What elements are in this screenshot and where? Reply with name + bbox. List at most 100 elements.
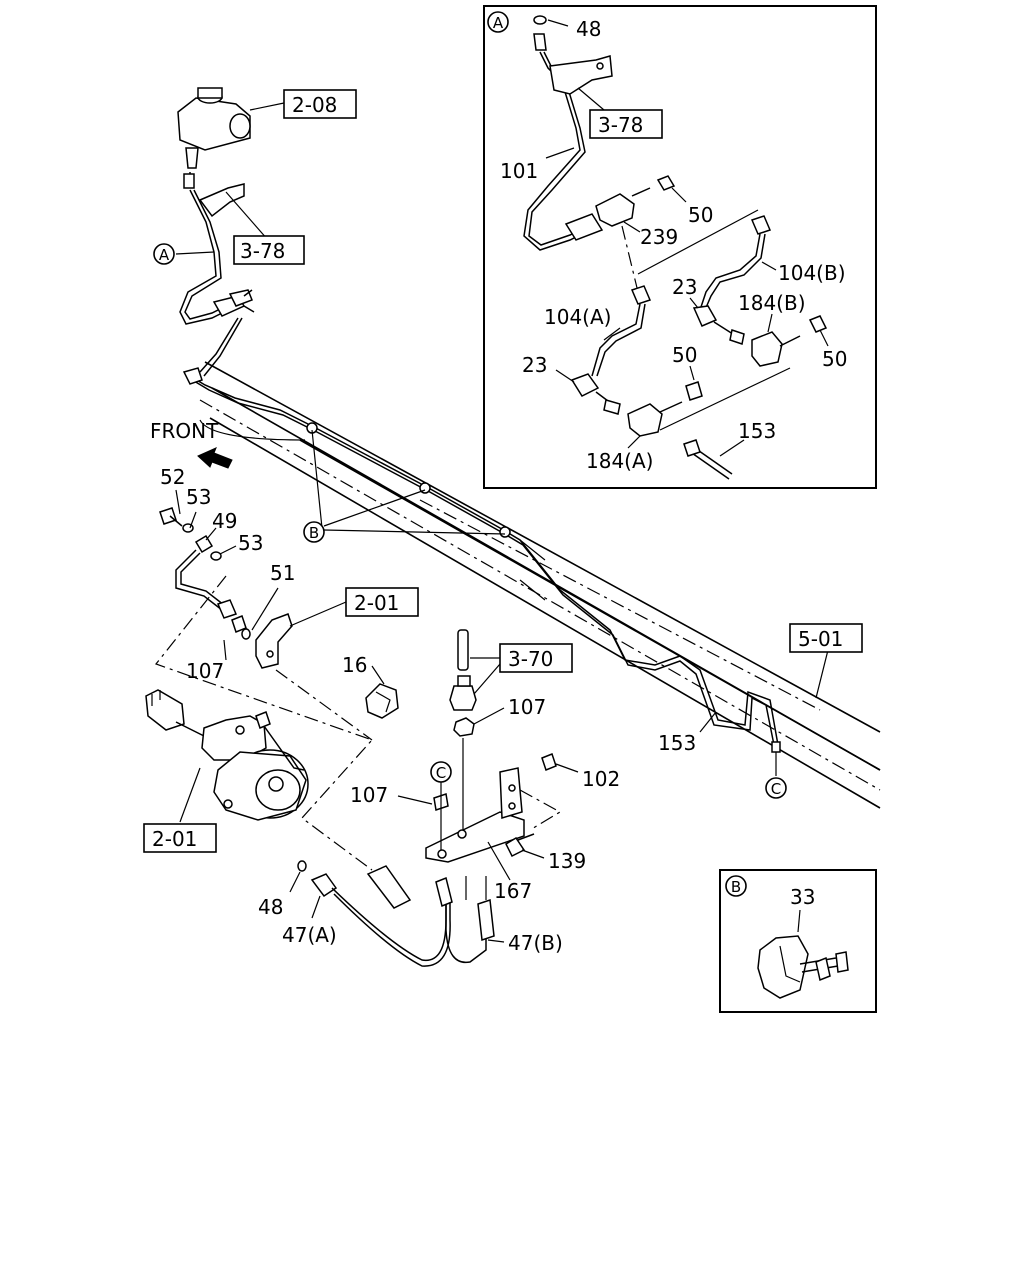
upper-hose — [179, 183, 255, 385]
leader-208 — [249, 102, 285, 111]
leader-48 — [289, 871, 301, 893]
part-153: 153 — [658, 731, 696, 755]
leader-107-a — [223, 639, 227, 661]
clip-33 — [757, 935, 809, 999]
fitting-47b-upper — [435, 876, 453, 908]
callout-b-main: B — [309, 524, 319, 542]
lower-hoses — [289, 860, 505, 967]
part-53-b: 53 — [238, 531, 263, 555]
clip-b-3 — [499, 526, 511, 538]
part-16: 16 — [342, 653, 367, 677]
union-49 — [194, 534, 214, 554]
washer-53-b — [210, 551, 222, 561]
inset-part-50-a: 50 — [688, 203, 713, 227]
part-53-a: 53 — [186, 485, 211, 509]
inset-nut-50-b — [685, 381, 703, 401]
guide-line-left — [155, 575, 374, 871]
inset-part-104b: 104(B) — [778, 261, 846, 285]
bracket-2-01 — [255, 613, 293, 669]
leader-501 — [815, 649, 829, 699]
callout-a-main: A — [159, 246, 170, 264]
leader-167 — [487, 841, 511, 881]
inset-part-239: 239 — [640, 225, 678, 249]
inset-a: A 48 3-78 101 50 239 104(B) — [483, 5, 877, 489]
main-callout-a: A — [153, 243, 175, 265]
leader-107-b — [473, 707, 505, 725]
inset-part-184b: 184(B) — [738, 291, 806, 315]
ref-208: 2-08 — [292, 93, 337, 117]
callout-b-inset: B — [731, 878, 741, 896]
inset-part-50-b: 50 — [672, 343, 697, 367]
inset-part-23-a: 23 — [672, 275, 697, 299]
ref-201-a: 2-01 — [354, 591, 399, 615]
actuator-assembly — [145, 689, 309, 823]
part-107-c: 107 — [350, 783, 388, 807]
leader-201-top — [289, 601, 347, 627]
nut-102 — [541, 753, 557, 771]
washer-48 — [297, 860, 307, 872]
leader-a-main — [175, 251, 215, 255]
callout-c-1: C — [436, 764, 446, 782]
leader-47b — [487, 939, 505, 943]
main-callout-b: B — [303, 521, 325, 543]
ref-501: 5-01 — [798, 627, 843, 651]
leader-16 — [371, 665, 385, 685]
ref-box-201-top: 2-01 — [345, 587, 419, 617]
inset-part-184a: 184(A) — [586, 449, 653, 473]
guide-bracket — [519, 789, 562, 831]
leader-b-1 — [311, 429, 323, 529]
front-label: FRONT — [150, 419, 219, 443]
leader-47a — [311, 895, 321, 919]
part-47a: 47(A) — [282, 923, 337, 947]
front-arrow: FRONT — [150, 419, 233, 469]
leader-52 — [175, 489, 181, 515]
inset-part-50-c: 50 — [822, 347, 847, 371]
bolt-52 — [159, 507, 177, 525]
ref-box-378-main: 3-78 — [233, 235, 305, 265]
inset-part-48: 48 — [576, 17, 601, 41]
fitting-47a — [310, 873, 338, 898]
leader-370 — [470, 657, 501, 695]
ref-box-501: 5-01 — [789, 623, 863, 653]
callout-a-inset: A — [493, 14, 504, 32]
guide-line-bracket — [275, 669, 373, 741]
leader-49 — [205, 527, 217, 541]
ref-box-208: 2-08 — [283, 89, 357, 119]
part-102: 102 — [582, 767, 620, 791]
leader-b-2 — [323, 489, 426, 527]
leader-51 — [251, 587, 279, 631]
ref-201-b: 2-01 — [152, 827, 197, 851]
ref-box-370: 3-70 — [499, 643, 573, 673]
ref-378-inset: 3-78 — [598, 113, 643, 137]
leader-53-a — [189, 511, 197, 529]
main-part-labels: 52 53 49 53 51 107 16 107 107 102 153 13… — [160, 465, 696, 955]
part-107-a: 107 — [186, 659, 224, 683]
inset-part-101: 101 — [500, 159, 538, 183]
connector — [145, 689, 185, 731]
clip-16 — [365, 665, 399, 719]
part-49: 49 — [212, 509, 237, 533]
part-139: 139 — [548, 849, 586, 873]
line-end-fitting — [771, 741, 781, 753]
leader-102 — [555, 763, 579, 773]
ref-370: 3-70 — [508, 647, 553, 671]
leader-378-main — [225, 191, 269, 241]
front-arrow-icon — [197, 447, 233, 469]
pin-axis-lower — [465, 876, 487, 900]
main-callout-c2: C — [765, 777, 787, 799]
inset-b: B 33 — [719, 869, 877, 1013]
hose-fitting — [366, 865, 412, 909]
pin-3-70 — [449, 629, 505, 830]
part-48: 48 — [258, 895, 283, 919]
hose-bracket — [198, 183, 245, 218]
brake-reservoir — [177, 87, 251, 189]
inset-part-33: 33 — [790, 885, 815, 909]
inset-part-23-b: 23 — [522, 353, 547, 377]
leader-53-b — [219, 545, 237, 555]
ref-378-main: 3-78 — [240, 239, 285, 263]
nut-107-a — [231, 615, 247, 633]
part-107-b: 107 — [508, 695, 546, 719]
leader-139 — [521, 849, 545, 859]
inset-part-153: 153 — [738, 419, 776, 443]
